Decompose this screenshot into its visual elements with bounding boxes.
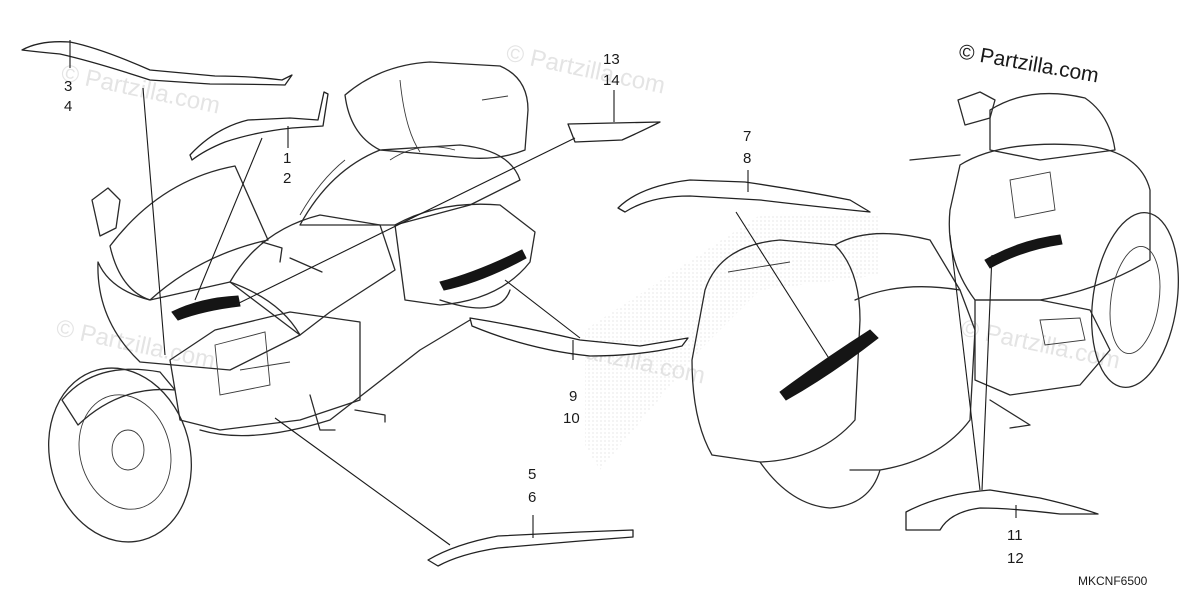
stripe-part-1-2 bbox=[189, 91, 329, 161]
callout-3-4: 3 4 bbox=[64, 78, 77, 115]
callout-number: 11 bbox=[1007, 527, 1023, 544]
watermark: © Partzilla.com bbox=[504, 39, 668, 99]
stripe-parts bbox=[21, 41, 1099, 567]
callout-number: 9 bbox=[569, 388, 577, 405]
callout-5-6: 5 6 bbox=[528, 466, 541, 506]
callout-9-10: 9 10 bbox=[563, 388, 582, 427]
leader-lines bbox=[69, 40, 1017, 546]
stripe-part-13-14 bbox=[567, 121, 661, 143]
callout-number: 2 bbox=[283, 170, 291, 187]
callout-number: 10 bbox=[563, 410, 580, 427]
callout-labels: 3 4 1 2 13 14 7 8 9 10 5 6 11 12 bbox=[64, 51, 1027, 567]
callout-number: 1 bbox=[283, 150, 291, 167]
callout-7-8: 7 8 bbox=[743, 128, 756, 167]
callout-11-12: 11 12 bbox=[1007, 527, 1027, 567]
callout-number: 4 bbox=[64, 98, 72, 115]
callout-number: 12 bbox=[1007, 550, 1024, 567]
callout-number: 14 bbox=[603, 72, 620, 89]
motorcycle-left-view bbox=[48, 61, 536, 543]
callout-number: 7 bbox=[743, 128, 751, 145]
copyright-text: © Partzilla.com bbox=[957, 40, 1100, 87]
stripe-part-5-6 bbox=[427, 529, 634, 567]
stripe-part-3-4 bbox=[21, 41, 293, 86]
diagram-code: MKCNF6500 bbox=[1078, 574, 1148, 588]
callout-number: 13 bbox=[603, 51, 620, 68]
motorcycle-rear-view bbox=[691, 91, 1180, 509]
halftone-area bbox=[585, 215, 880, 470]
callout-number: 6 bbox=[528, 489, 536, 506]
stripe-part-11-12 bbox=[905, 489, 1099, 531]
stripe-part-9-10 bbox=[469, 317, 689, 357]
callout-number: 5 bbox=[528, 466, 536, 483]
callout-number: 8 bbox=[743, 150, 751, 167]
callout-number: 3 bbox=[64, 78, 72, 95]
stripe-part-7-8 bbox=[617, 179, 871, 213]
callout-13-14: 13 14 bbox=[603, 51, 624, 89]
callout-1-2: 1 2 bbox=[283, 150, 296, 187]
